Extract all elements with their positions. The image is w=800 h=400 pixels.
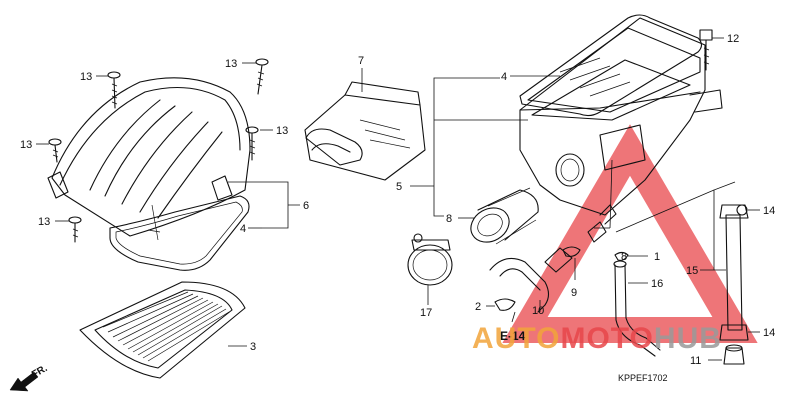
breather-hose bbox=[719, 204, 749, 365]
label-5: 5 bbox=[396, 181, 402, 193]
label-4-upper: 4 bbox=[501, 71, 507, 83]
label-1: 1 bbox=[654, 251, 660, 263]
label-17: 17 bbox=[420, 307, 432, 319]
label-14-lower: 14 bbox=[763, 327, 775, 339]
air-cleaner-case bbox=[519, 17, 723, 216]
label-4-lower: 4 bbox=[240, 223, 246, 235]
diagram-code: KPPEF1702 bbox=[618, 373, 668, 383]
label-13-top-left: 13 bbox=[80, 71, 92, 83]
watermark-moto: MOTO bbox=[560, 322, 653, 355]
front-direction-arrow: FR. bbox=[9, 363, 50, 392]
label-6: 6 bbox=[303, 200, 309, 212]
bolt-13-top-left bbox=[107, 71, 121, 109]
clip-2 bbox=[494, 298, 516, 311]
air-filter-element bbox=[79, 281, 246, 379]
front-direction-label: FR. bbox=[30, 363, 50, 381]
label-7: 7 bbox=[358, 55, 364, 67]
air-cleaner-cover bbox=[47, 77, 251, 241]
watermark-logo: AUTOMOTOHUB bbox=[472, 322, 722, 355]
bolt-13-right bbox=[245, 126, 259, 161]
watermark-triangle bbox=[502, 124, 758, 343]
bolt-12 bbox=[699, 29, 713, 71]
label-13-top-right: 13 bbox=[225, 58, 237, 70]
case-gasket bbox=[519, 14, 703, 117]
band-clamp bbox=[407, 233, 453, 286]
cover-gasket bbox=[109, 195, 250, 271]
label-13-bottom: 13 bbox=[38, 216, 50, 228]
label-13-right: 13 bbox=[276, 125, 288, 137]
watermark-hub: HUB bbox=[654, 322, 722, 355]
watermark-auto: AUTO bbox=[472, 322, 560, 355]
label-2: 2 bbox=[475, 301, 481, 313]
label-9: 9 bbox=[571, 287, 577, 299]
drain-tube bbox=[489, 247, 573, 313]
label-8-right: 8 bbox=[621, 251, 627, 263]
label-13-left: 13 bbox=[20, 139, 32, 151]
label-10: 10 bbox=[532, 305, 544, 317]
leader-lines bbox=[36, 37, 760, 361]
clip-1 bbox=[614, 251, 629, 261]
intake-duct bbox=[304, 81, 426, 181]
svg-text:AUTOMOTOHUB: AUTOMOTOHUB bbox=[472, 322, 722, 355]
label-16: 16 bbox=[651, 278, 663, 290]
label-8-left: 8 bbox=[446, 213, 452, 225]
label-15: 15 bbox=[686, 265, 698, 277]
label-3: 3 bbox=[250, 341, 256, 353]
bolt-13-top-right bbox=[255, 58, 269, 95]
reference-e14: E-14 bbox=[500, 329, 526, 343]
bolt-13-left bbox=[48, 138, 62, 163]
clip-9 bbox=[562, 246, 581, 257]
label-11: 11 bbox=[690, 355, 701, 367]
drain-tube-16 bbox=[613, 260, 661, 357]
label-14-upper: 14 bbox=[763, 205, 775, 217]
bolt-13-bottom bbox=[68, 216, 82, 243]
label-12: 12 bbox=[727, 33, 739, 45]
connecting-tube bbox=[470, 187, 539, 245]
